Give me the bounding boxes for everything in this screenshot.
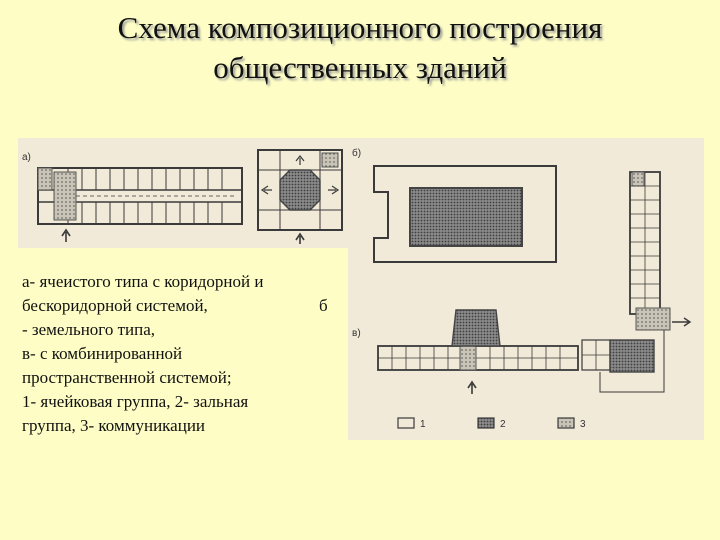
legend-number-1: 1	[420, 419, 426, 430]
slide-title: Схема композиционного построения обществ…	[0, 8, 720, 88]
legend-number-2: 2	[500, 419, 506, 430]
title-line-2: общественных зданий	[213, 50, 507, 85]
legend: 1 2 3	[397, 417, 586, 430]
caption-line: - земельного типа,	[22, 320, 156, 339]
caption-line: а- ячеистого типа с коридорной и	[22, 272, 264, 291]
caption-background	[18, 248, 348, 440]
caption-line: группа, 3- коммуникации	[22, 416, 206, 435]
caption-line: 1- ячейковая группа, 2- зальная	[22, 392, 249, 411]
legend-swatch-2	[477, 417, 495, 429]
label-b: б)	[352, 147, 361, 159]
scheme-a-corridor-plan: а)	[22, 152, 243, 242]
label-a: а)	[22, 152, 31, 163]
scheme-a-corridorless-plan	[257, 149, 343, 244]
legend-swatch-3	[557, 417, 575, 429]
caption-line: в- с комбинированной	[22, 344, 183, 363]
caption-b-marker: б	[319, 296, 328, 315]
caption-line: бескоридорной системой,	[22, 296, 208, 315]
legend-number-3: 3	[580, 419, 586, 430]
title-line-1: Схема композиционного построения	[117, 10, 603, 45]
caption-text: а- ячеистого типа с коридорной и бескори…	[22, 270, 338, 438]
scheme-v-combined-plan: в)	[352, 171, 692, 394]
scheme-b-hall-plan: б)	[352, 147, 557, 263]
caption-line: пространственной системой;	[22, 368, 232, 387]
legend-swatch-1	[397, 417, 415, 429]
label-v: в)	[352, 328, 361, 339]
